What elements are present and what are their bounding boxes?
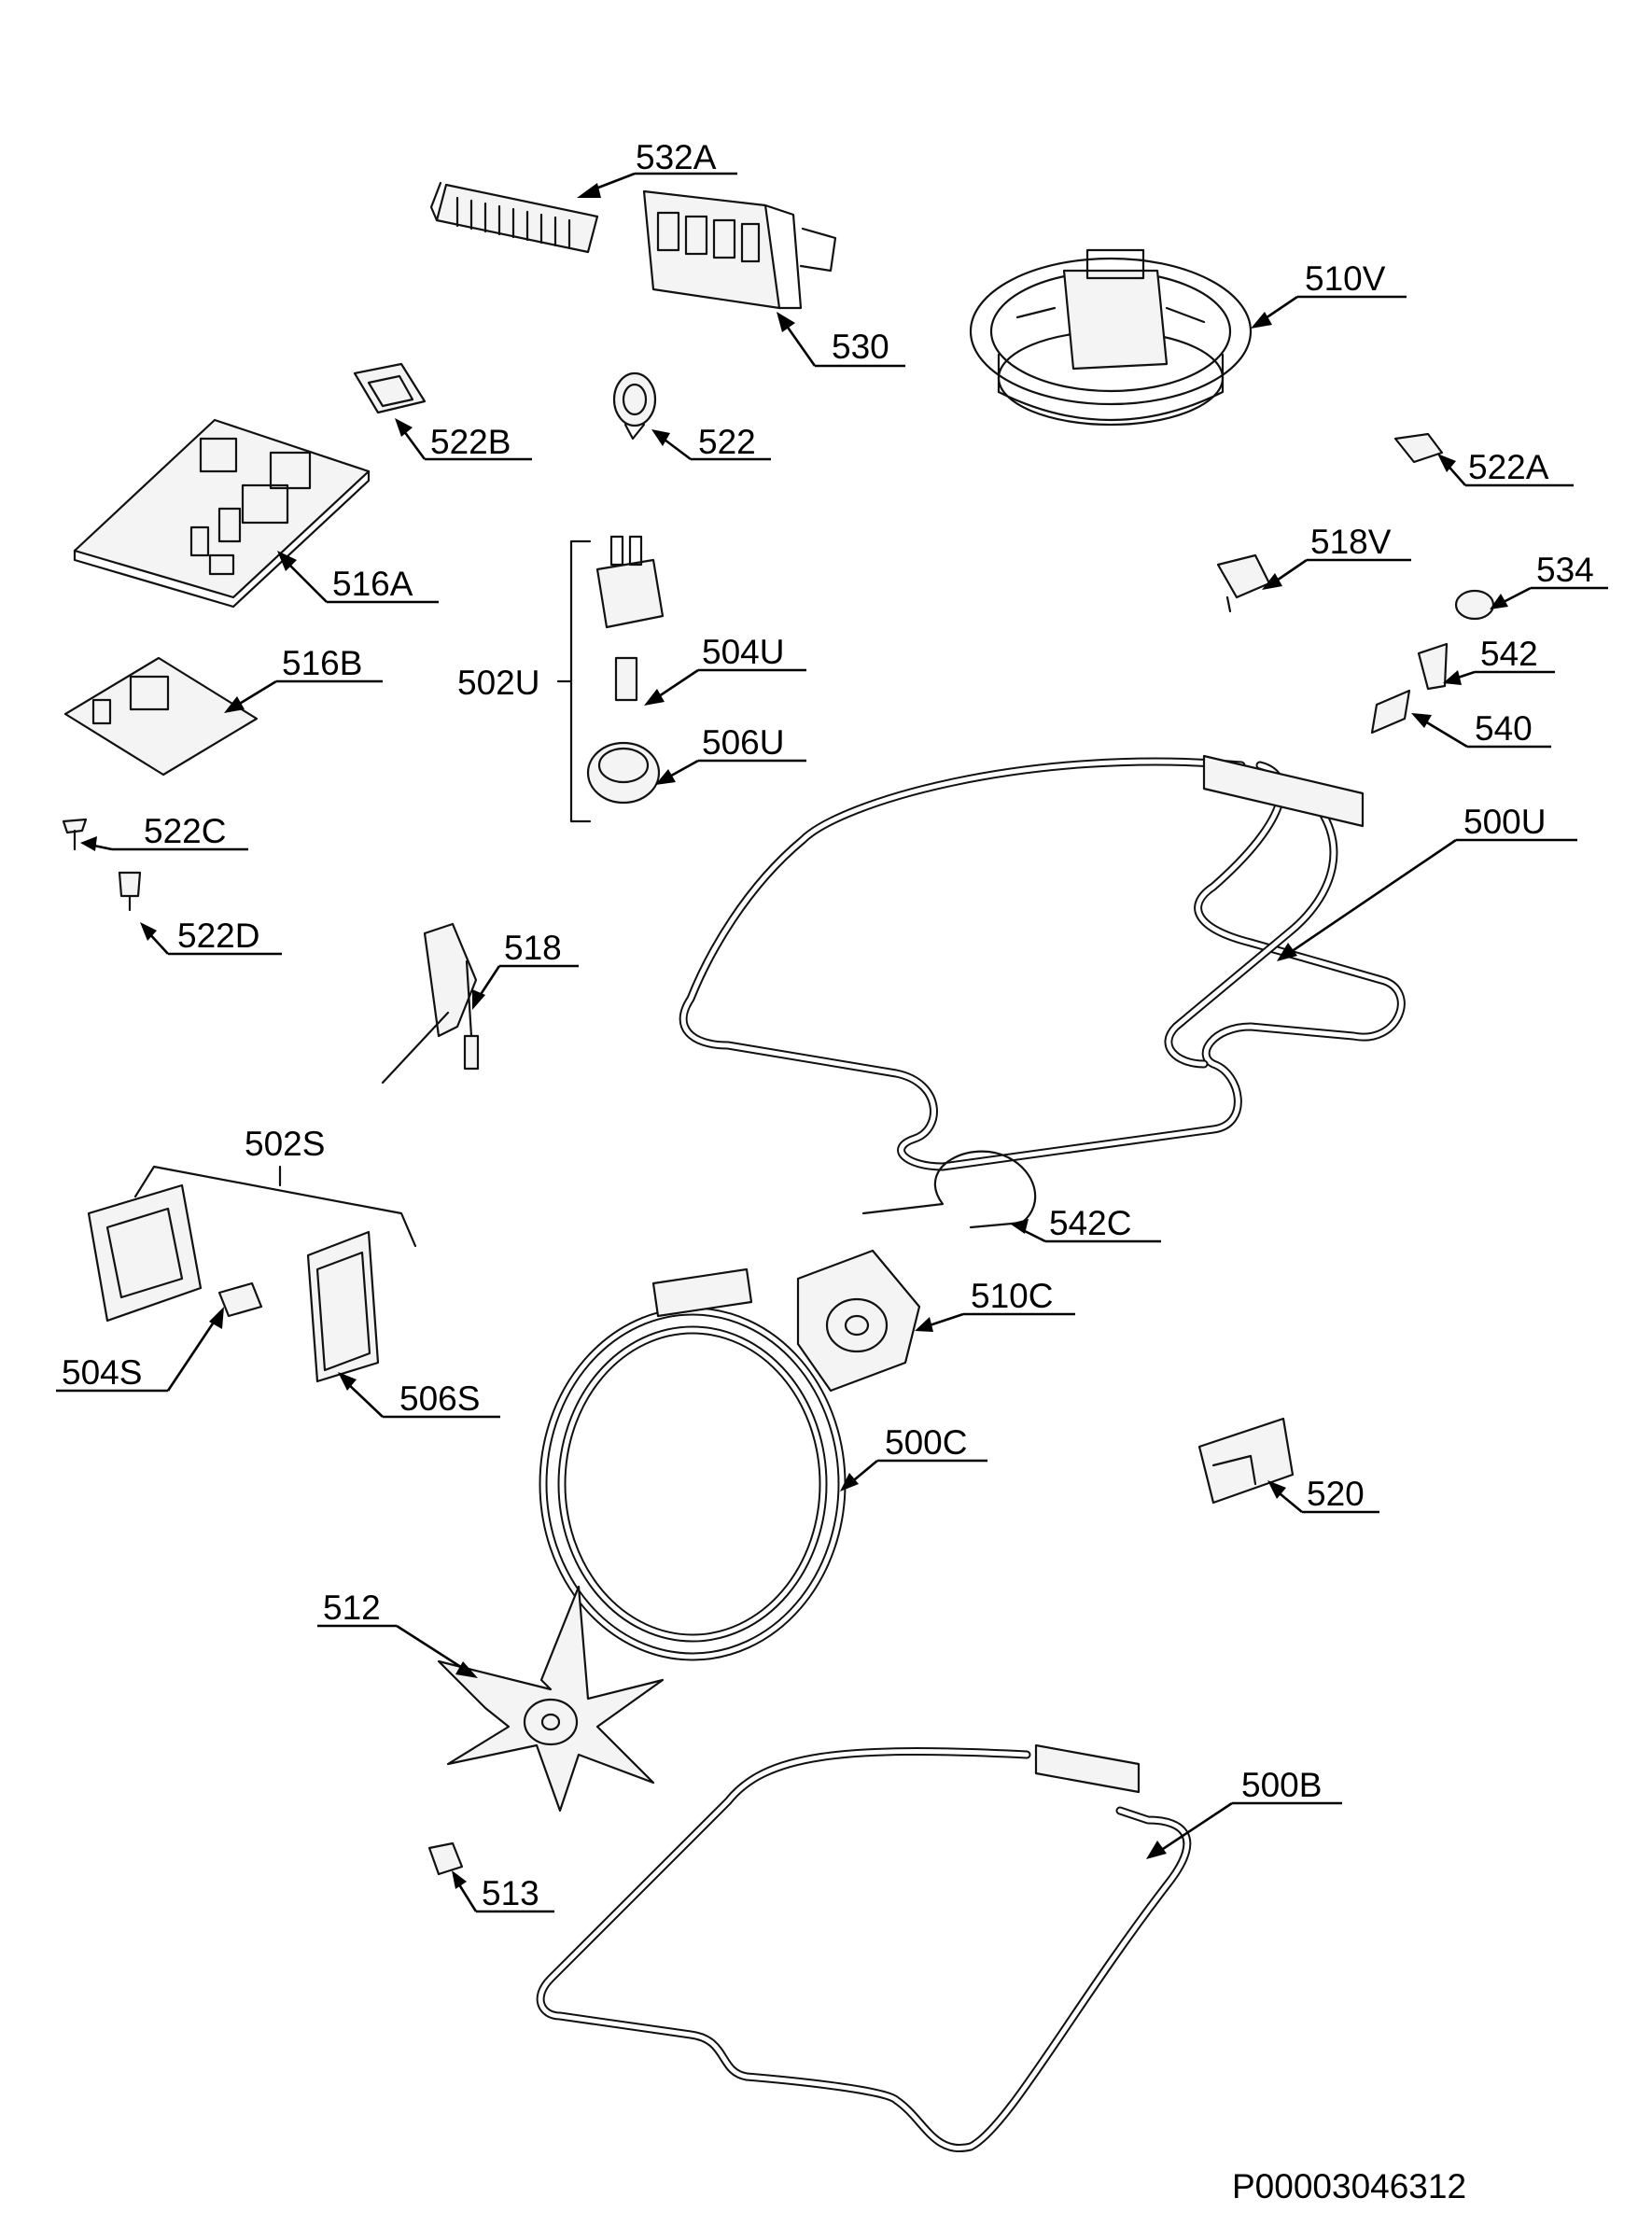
drawing-reference-number: P00003046312 [1232, 2167, 1466, 2205]
label-532a-text: 532A [636, 138, 717, 176]
label-522-text: 522 [698, 423, 756, 461]
part-504u-lamp-holder [614, 656, 638, 702]
label-522: 522 [651, 423, 771, 461]
label-534: 534 [1490, 551, 1608, 609]
label-522d-text: 522D [177, 917, 259, 955]
label-506s: 506S [338, 1372, 500, 1419]
label-522c-text: 522C [144, 812, 226, 850]
part-516b-pcb [63, 656, 259, 777]
label-520-text: 520 [1307, 1475, 1365, 1513]
label-518-text: 518 [504, 929, 562, 967]
label-513-text: 513 [482, 1874, 539, 1912]
label-534-text: 534 [1536, 551, 1594, 589]
label-522b: 522B [395, 418, 532, 461]
part-516a-pcb [73, 418, 371, 609]
part-510v-fan-assembly [969, 248, 1253, 427]
part-506s-lamp-cover [306, 1230, 380, 1383]
part-502u-housing [595, 535, 665, 629]
part-530-terminal-block [642, 189, 837, 310]
part-506u-lamp-cover [586, 741, 661, 805]
label-500u-text: 500U [1463, 803, 1546, 841]
part-540-glass [1370, 689, 1411, 735]
label-512-text: 512 [323, 1589, 381, 1627]
part-500c-ring-element [539, 1267, 847, 1661]
part-502u-group [556, 539, 592, 823]
label-542c-text: 542C [1049, 1204, 1131, 1242]
part-542c-spring [861, 1150, 1037, 1229]
label-542c: 542C [1010, 1204, 1161, 1243]
label-522b-text: 522B [430, 423, 511, 461]
label-504s: 504S [56, 1307, 224, 1393]
label-512: 512 [317, 1589, 478, 1678]
label-510v-text: 510V [1305, 259, 1386, 298]
label-500b-text: 500B [1241, 1766, 1322, 1804]
label-502u: 502U [457, 664, 539, 702]
part-534-lamp [1454, 589, 1495, 621]
part-542-cover [1417, 642, 1449, 691]
label-504u: 504U [644, 633, 806, 706]
label-522d: 522D [140, 917, 282, 956]
part-510c-motor [796, 1249, 921, 1393]
label-542-text: 542 [1480, 635, 1538, 673]
label-520: 520 [1267, 1475, 1379, 1514]
label-532a: 532A [577, 138, 737, 198]
part-522b-frame [353, 362, 427, 414]
label-502s: 502S [245, 1125, 325, 1163]
label-510c-text: 510C [971, 1277, 1053, 1315]
label-522a: 522A [1437, 448, 1574, 487]
label-518v-text: 518V [1310, 523, 1392, 561]
part-502s-housing [87, 1183, 203, 1323]
label-500b: 500B [1146, 1766, 1342, 1859]
label-516a: 516A [277, 551, 439, 604]
label-510v: 510V [1251, 259, 1407, 329]
label-510c: 510C [915, 1277, 1075, 1332]
label-530-text: 530 [832, 328, 889, 366]
part-518-probe [381, 922, 480, 1085]
label-540: 540 [1411, 709, 1551, 749]
part-512-fan-blade [437, 1585, 665, 1813]
label-522c: 522C [80, 812, 248, 851]
label-506s-text: 506S [399, 1379, 480, 1418]
label-502s-text: 502S [245, 1125, 325, 1163]
label-540-text: 540 [1475, 709, 1533, 748]
part-518v-bracket [1216, 553, 1271, 613]
label-500c: 500C [840, 1423, 987, 1491]
part-532a-terminal-strip [429, 181, 599, 254]
label-502u-text: 502U [457, 664, 539, 702]
part-500b-bottom-element [536, 1743, 1192, 2153]
label-513: 513 [452, 1870, 554, 1913]
label-500c-text: 500C [885, 1423, 967, 1462]
label-506u: 506U [655, 723, 806, 785]
label-522a-text: 522A [1468, 448, 1549, 486]
label-516b-text: 516B [282, 644, 362, 682]
part-522d-screw [118, 871, 142, 912]
label-530: 530 [777, 312, 905, 368]
label-518v: 518V [1262, 523, 1411, 590]
label-506u-text: 506U [702, 723, 784, 762]
part-522-clip [612, 371, 657, 441]
part-502s-group [133, 1165, 417, 1248]
part-504s-lamp-holder [217, 1281, 263, 1318]
label-518: 518 [472, 929, 579, 1010]
part-522a-clip [1393, 432, 1444, 464]
label-504u-text: 504U [702, 633, 784, 671]
part-522c-screw [62, 818, 88, 851]
label-504s-text: 504S [62, 1353, 142, 1392]
label-500u: 500U [1277, 803, 1577, 961]
label-516b: 516B [224, 644, 383, 713]
part-513-nut [427, 1841, 464, 1876]
label-542: 542 [1443, 635, 1555, 685]
label-516a-text: 516A [332, 565, 413, 603]
part-500u-grill-element [679, 754, 1406, 1171]
